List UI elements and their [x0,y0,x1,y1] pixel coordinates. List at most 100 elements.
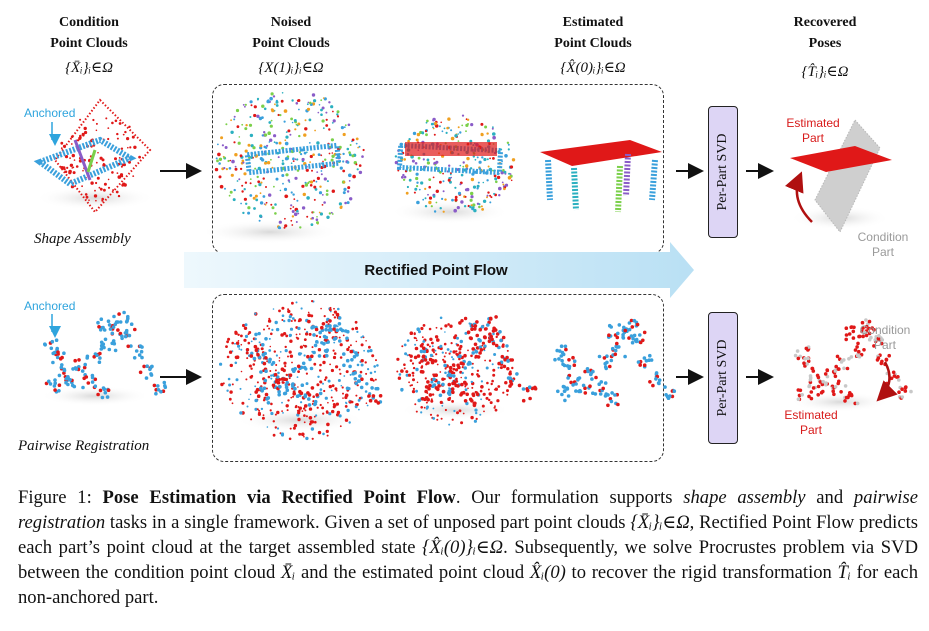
point [366,404,369,407]
point [306,151,308,153]
point [64,170,68,174]
point [245,378,248,381]
point [428,200,432,205]
point [319,369,322,372]
point [452,350,456,354]
point [458,347,462,351]
point [338,339,342,343]
point [270,119,273,122]
point [844,326,849,331]
point [344,395,348,400]
point [305,168,309,172]
point [420,359,424,363]
point [259,214,263,218]
point [333,341,336,344]
point [364,361,367,364]
point [422,346,426,351]
point [851,329,856,334]
point [322,97,325,99]
point [70,185,74,189]
point [259,370,263,374]
point [64,155,69,159]
point [847,332,852,336]
point [430,360,435,365]
point [621,333,625,337]
point [335,312,340,317]
point [487,165,490,168]
point [349,349,354,354]
point [329,145,332,148]
point [441,389,446,394]
point [159,389,163,394]
point [347,186,351,190]
point [283,109,288,113]
point [506,376,511,380]
header-condition-line2: Point Clouds [50,36,128,51]
point [840,359,844,363]
point [447,397,451,402]
point [402,173,405,177]
point [326,180,329,183]
point [294,405,298,409]
caption-text: , Rectified Point Flow predicts each par… [18,512,918,558]
caption-text: for each non-anchored part. [18,562,918,608]
point [430,384,435,389]
point [335,402,339,406]
point [321,194,324,196]
point [330,138,334,142]
point [441,404,444,407]
point [269,124,273,128]
point [342,152,345,156]
point [307,393,312,397]
point [419,349,424,354]
point [887,353,891,358]
point [470,204,473,207]
point [128,125,131,128]
point [301,361,306,366]
point [138,370,143,375]
math-recovered: {T̂ᵢ}ᵢ∈Ω [801,64,849,80]
point [453,208,458,213]
point [294,176,298,180]
point [476,184,480,188]
point [424,377,427,380]
point [237,141,241,145]
point [296,376,299,378]
point [344,201,347,205]
point [279,114,282,117]
point [593,392,598,396]
point [339,372,342,375]
point [453,371,456,375]
point [277,156,280,159]
point [217,152,221,157]
point [442,190,445,193]
point [304,328,306,331]
point [421,336,424,339]
point [474,158,477,161]
point [400,387,404,392]
point [428,178,432,182]
point [98,328,103,332]
point [356,363,360,367]
point [369,349,373,353]
point [317,348,322,352]
point [338,336,341,339]
point [616,331,620,336]
point [457,140,460,143]
point [281,306,285,310]
point [276,410,280,415]
point [506,389,509,393]
point [266,325,269,327]
point [470,191,474,196]
point [330,389,333,392]
point [457,133,460,135]
point [244,334,249,338]
point [289,327,294,331]
point [281,381,285,384]
point [434,335,439,339]
point [461,366,464,369]
point [60,166,64,170]
point [850,325,854,329]
point [319,403,322,407]
point [848,391,852,395]
